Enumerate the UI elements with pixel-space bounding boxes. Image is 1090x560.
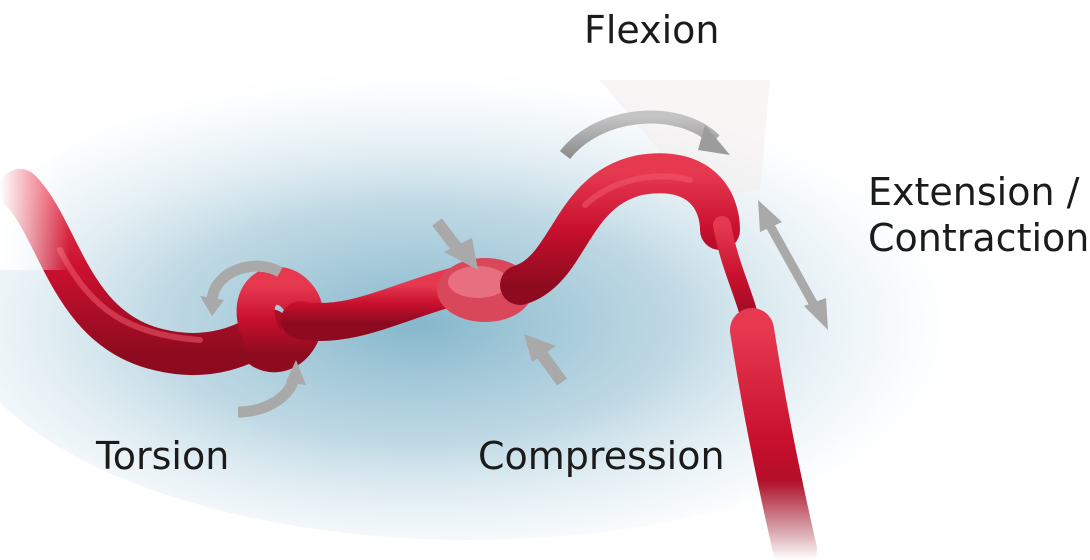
extension-label-line-1: Extension / [868, 170, 1089, 216]
compression-label: Compression [478, 434, 725, 480]
extension-label-line-2: Contraction [868, 216, 1089, 262]
flexion-label: Flexion [584, 8, 720, 54]
extension-contraction-label: Extension / Contraction [868, 170, 1089, 261]
torsion-label: Torsion [96, 434, 229, 480]
vessel-bulge-highlight [448, 266, 508, 298]
bottom-fade [740, 480, 850, 560]
left-fade [0, 150, 70, 270]
